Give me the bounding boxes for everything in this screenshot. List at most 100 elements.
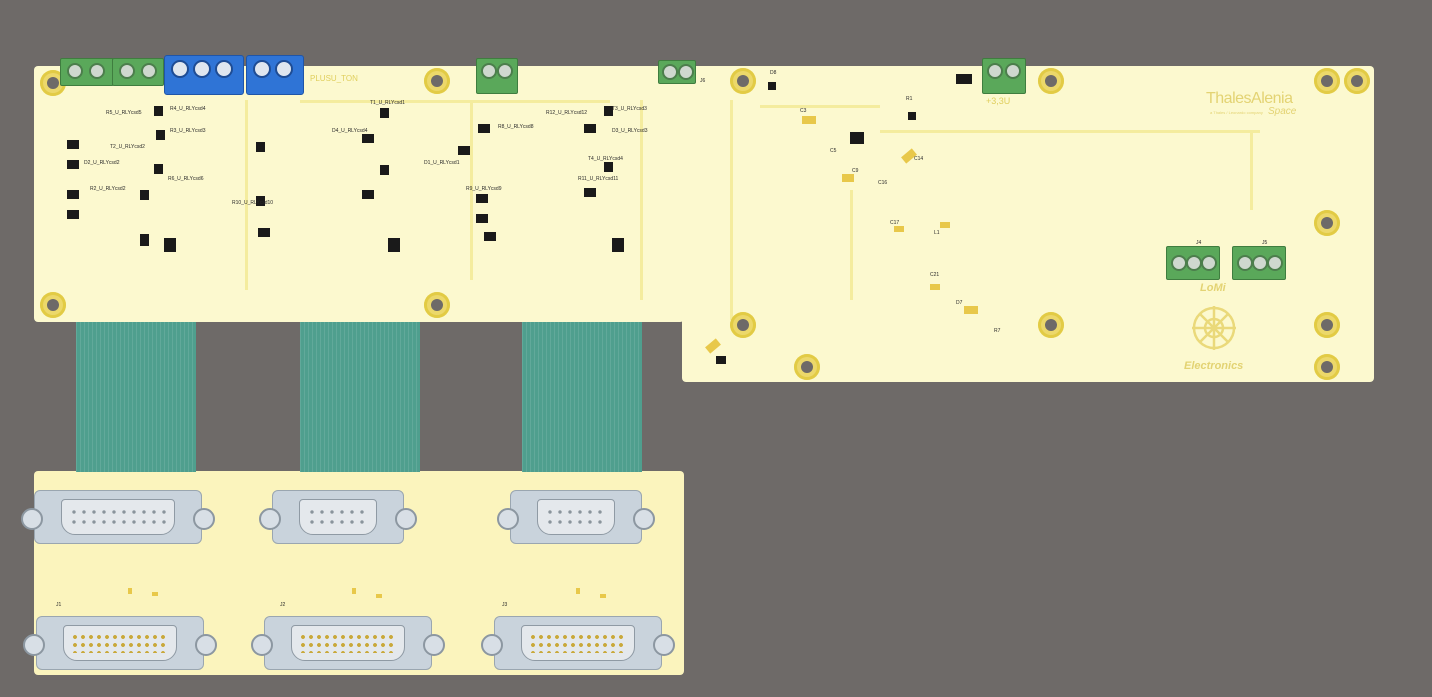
component-label: R4_U_RLYcsd4 [170, 106, 206, 112]
component-label: J5 [1262, 240, 1268, 246]
transistor [256, 196, 265, 206]
flex-cable-3 [522, 322, 642, 472]
lomi-title: LoMi [1200, 282, 1226, 294]
ic [612, 238, 624, 252]
component-label: C14 [914, 156, 924, 162]
transistor [140, 234, 149, 246]
resistor [376, 594, 382, 598]
transistor [67, 140, 79, 149]
mounting-hole [1314, 210, 1340, 236]
terminal-block-green[interactable] [112, 58, 164, 86]
transistor [140, 190, 149, 200]
main-board-right [682, 66, 1374, 382]
resistor [576, 588, 580, 594]
brand-tag: a Thales / Leonardo company [1210, 110, 1263, 115]
trace [730, 100, 733, 320]
terminal-block-green[interactable] [60, 58, 114, 86]
transistor [604, 162, 613, 172]
component-label: R8_U_RLYcsd8 [498, 124, 534, 130]
transistor [154, 164, 163, 174]
brand-sub: Space [1268, 106, 1297, 117]
transistor [604, 106, 613, 116]
component-label: D2_U_RLYcsd2 [84, 160, 120, 166]
lomi-subtitle: Electronics [1184, 360, 1244, 372]
component-label: R6_U_RLYcsd6 [168, 176, 204, 182]
transistor [380, 108, 389, 118]
component-label: R12_U_RLYcsd12 [546, 110, 588, 116]
transistor [584, 188, 596, 197]
transistor [380, 165, 389, 175]
ic [768, 82, 776, 90]
transistor [258, 228, 270, 237]
component-label: R3_U_RLYcsd3 [170, 128, 206, 134]
dsub-connector[interactable] [481, 616, 675, 670]
resistor [600, 594, 606, 598]
component-label: C17 [890, 220, 900, 226]
terminal-block-green[interactable] [1166, 246, 1220, 280]
trace [760, 105, 880, 108]
component-label: C16 [878, 180, 888, 186]
diode [956, 74, 972, 84]
component-label: R11_U_RLYcsd11 [578, 176, 619, 182]
mounting-hole [1344, 68, 1370, 94]
component-label: R9_U_RLYcsd9 [466, 186, 502, 192]
component-label: R1 [906, 96, 913, 102]
mounting-hole [794, 354, 820, 380]
dsub-connector[interactable] [251, 616, 445, 670]
component-label: R5_U_RLYcsd5 [106, 110, 142, 116]
net-label: PLUSU_TON [310, 74, 358, 83]
terminal-block-green[interactable] [658, 60, 696, 84]
resistor [940, 222, 950, 228]
transistor [458, 146, 470, 155]
mounting-hole [1314, 68, 1340, 94]
component-label: R2_U_RLYcsd2 [90, 186, 126, 192]
transistor [67, 210, 79, 219]
transistor [156, 130, 165, 140]
component-label: J4 [1196, 240, 1202, 246]
transistor [584, 124, 596, 133]
mounting-hole [1038, 312, 1064, 338]
terminal-block-green[interactable] [1232, 246, 1286, 280]
component-label: J6 [700, 78, 706, 84]
dsub-connector[interactable] [259, 490, 417, 544]
mounting-hole [424, 68, 450, 94]
voltage-label: +3,3U [986, 96, 1011, 106]
lomi-logo-icon [1192, 306, 1236, 350]
trace [300, 100, 610, 103]
transistor [67, 160, 79, 169]
mounting-hole [730, 312, 756, 338]
transistor [154, 106, 163, 116]
component-label: T3_U_RLYcsd3 [612, 106, 647, 112]
trace [880, 130, 1260, 133]
mounting-hole [1314, 354, 1340, 380]
transistor [476, 214, 488, 223]
component-label: J3 [502, 602, 508, 608]
component-label: T4_U_RLYcsd4 [588, 156, 623, 162]
component-label: C5 [830, 148, 837, 154]
transistor [908, 112, 916, 120]
component-label: C21 [930, 272, 940, 278]
component-label: T1_U_RLYcsd1 [370, 100, 405, 106]
component-label: C3 [800, 108, 807, 114]
mounting-hole [1038, 68, 1064, 94]
transistor [716, 356, 726, 364]
trace [640, 100, 643, 300]
resistor [352, 588, 356, 594]
terminal-block-blue[interactable] [246, 55, 304, 95]
flex-cable-1 [76, 322, 196, 472]
terminal-block-green[interactable] [476, 58, 518, 94]
resistor [128, 588, 132, 594]
terminal-block-blue[interactable] [164, 55, 244, 95]
component-label: L1 [934, 230, 940, 236]
transistor [256, 142, 265, 152]
capacitor [842, 174, 854, 182]
resistor [152, 592, 158, 596]
transistor [67, 190, 79, 199]
trace [1250, 130, 1253, 210]
terminal-block-green[interactable] [982, 58, 1026, 94]
trace [245, 100, 248, 290]
dsub-connector[interactable] [497, 490, 655, 544]
dsub-connector[interactable] [21, 490, 215, 544]
transistor [362, 134, 374, 143]
dsub-connector[interactable] [23, 616, 217, 670]
